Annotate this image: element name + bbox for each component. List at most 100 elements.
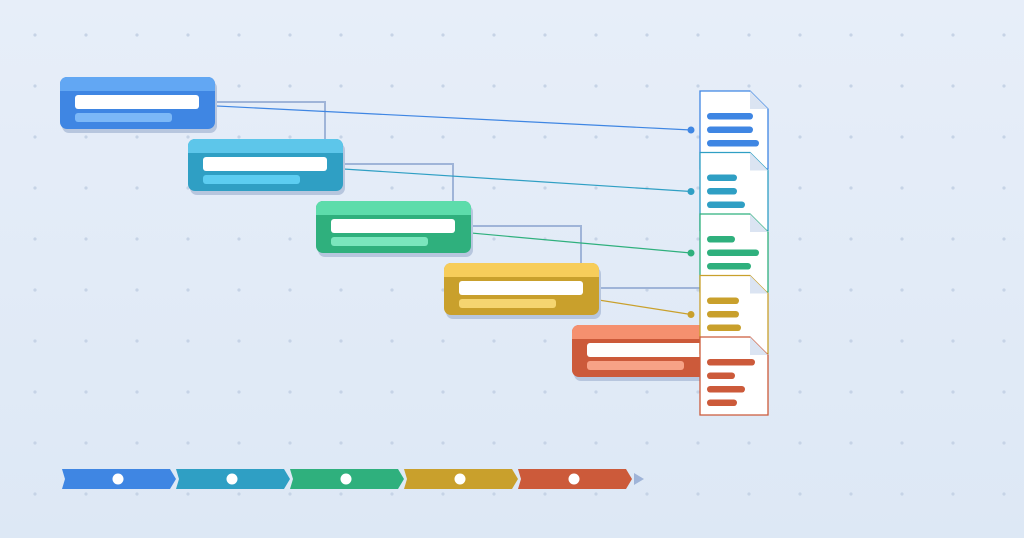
step-title-placeholder [459,281,583,295]
grid-dot [543,84,547,88]
grid-dot [645,237,649,241]
grid-dot [492,441,496,445]
grid-dot [900,84,904,88]
step-subtitle-placeholder [587,361,684,370]
document-icon [699,213,769,293]
grid-dot [696,84,700,88]
grid-dot [543,339,547,343]
timeline-marker [340,473,352,485]
document-fold [750,214,768,232]
grid-dot [645,390,649,394]
document-stack [699,90,769,416]
grid-dot [645,33,649,37]
leader-endpoint [687,188,695,195]
grid-dot [441,288,445,292]
grid-dot [288,339,292,343]
grid-dot [441,135,445,139]
step-block-5 [572,325,729,381]
step-block-4 [444,263,601,319]
grid-dot [237,441,241,445]
grid-dot [951,33,955,37]
grid-dot [747,492,751,496]
grid-dot [900,135,904,139]
leader-endpoint [687,249,695,257]
document-text-line [707,359,755,366]
document-text-line [707,174,737,181]
grid-dot [390,288,394,292]
grid-dot [237,492,241,496]
grid-dot [135,33,139,37]
grid-dot [84,492,88,496]
document-text-line [707,297,739,304]
grid-dot [339,135,343,139]
timeline-marker [454,473,466,485]
grid-dot [237,135,241,139]
grid-dot [186,288,190,292]
grid-dot [339,492,343,496]
grid-dot [33,492,37,496]
grid-dot [696,33,700,37]
grid-dot [798,237,802,241]
grid-dot [849,135,853,139]
grid-dot [900,237,904,241]
grid-dot [288,84,292,88]
grid-dot [390,135,394,139]
grid-dot [1002,390,1006,394]
document-text-line [707,249,759,256]
grid-dot [84,237,88,241]
grid-dot [900,390,904,394]
grid-dot [849,339,853,343]
grid-dot [288,492,292,496]
document-text-line [707,201,745,208]
grid-dot [288,237,292,241]
grid-dot [441,441,445,445]
timeline-segment-2 [176,469,290,489]
grid-dot [441,84,445,88]
grid-dot [696,441,700,445]
grid-dot [900,33,904,37]
grid-dot [798,492,802,496]
grid-dot [186,441,190,445]
document-text-line [707,399,737,406]
grid-dot [900,288,904,292]
grid-dot [1002,441,1006,445]
step-subtitle-placeholder [331,237,428,246]
grid-dot [237,33,241,37]
grid-dot [288,135,292,139]
grid-dot [849,186,853,190]
grid-dot [441,492,445,496]
grid-dot [237,339,241,343]
grid-dot [33,84,37,88]
step-block-top [572,333,727,339]
document-icon [699,336,769,416]
grid-dot [390,390,394,394]
grid-dot [492,186,496,190]
grid-dot [951,492,955,496]
grid-dot [645,288,649,292]
grid-dot [441,186,445,190]
grid-dot [849,288,853,292]
grid-dot [441,33,445,37]
document-text-line [707,263,751,270]
grid-dot [186,339,190,343]
grid-dot [594,390,598,394]
document-fold [750,337,768,355]
grid-dot [135,339,139,343]
grid-dot [543,390,547,394]
grid-dot [696,390,700,394]
step-block-2 [188,139,345,195]
grid-dot [594,33,598,37]
leader-endpoint [687,126,695,134]
document-text-line [707,372,735,379]
grid-dot [1002,237,1006,241]
step-block-top [60,85,215,91]
grid-dot [186,237,190,241]
grid-dot [696,492,700,496]
grid-dot [1002,33,1006,37]
grid-dot [747,84,751,88]
grid-dot [696,288,700,292]
step-connector [471,225,582,263]
grid-dot [1002,186,1006,190]
grid-dot [798,84,802,88]
